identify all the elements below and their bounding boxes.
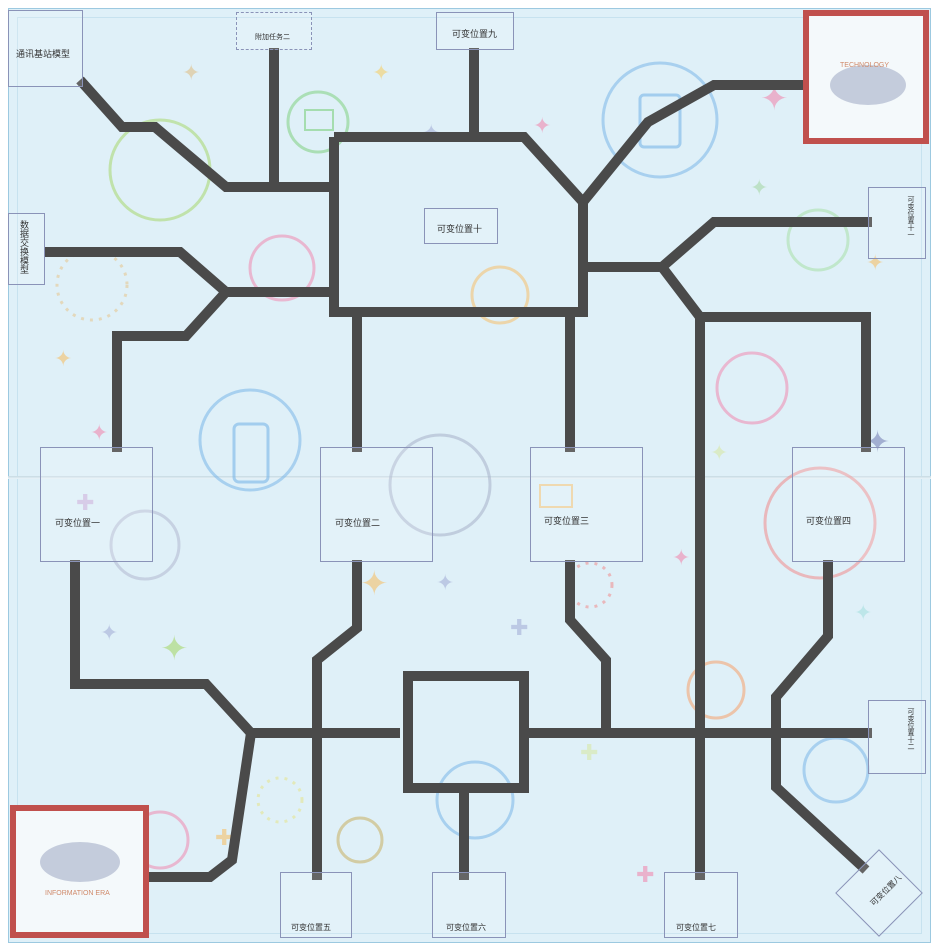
svg-text:✦: ✦ [436,570,454,595]
label-pos-5: 可变位置五 [291,922,331,933]
svg-text:✦: ✦ [182,60,200,85]
label-pos-4: 可变位置四 [806,514,851,527]
label-pos-9: 可变位置九 [452,27,497,40]
bulb-icon [338,818,382,862]
svg-text:✦: ✦ [54,346,72,371]
label-pos-7: 可变位置七 [676,922,716,933]
label-pos-2: 可变位置二 [335,516,380,529]
dotted-ring [57,250,127,320]
svg-text:✦: ✦ [100,620,118,645]
svg-text:✦: ✦ [750,175,768,200]
label-right-upper: 可变位置十一 [905,196,915,238]
label-data-exchange: 数据交换模型 [18,220,31,274]
svg-text:✚: ✚ [636,862,654,887]
robot-icon [437,762,513,838]
logo-text-bottom-left: INFORMATION ERA [45,890,110,897]
label-right-lower: 可变位置十二 [905,708,915,750]
label-pos-3: 可变位置三 [544,514,589,527]
svg-text:✦: ✦ [672,545,690,570]
svg-text:✦: ✦ [710,440,728,465]
center-box [408,676,524,788]
svg-text:✦: ✦ [160,630,189,668]
svg-text:✦: ✦ [90,420,108,445]
label-pos-1: 可变位置一 [55,516,100,529]
svg-text:✚: ✚ [510,615,528,640]
dotted-ring-2 [258,778,302,822]
folder-icon [717,353,787,423]
logo-text-top-right: TECHNOLOGY [840,62,889,69]
globe-icon [804,738,868,802]
phone-icon [200,390,300,490]
svg-text:✦: ✦ [854,600,872,625]
svg-text:✚: ✚ [580,740,598,765]
label-comm-base-station: 通讯基站模型 [16,47,70,60]
svg-text:✦: ✦ [360,565,389,603]
label-pos-6: 可变位置六 [446,922,486,933]
svg-text:✦: ✦ [533,113,551,138]
svg-text:✦: ✦ [372,60,390,85]
label-extra-task-2: 附加任务二 [255,32,290,42]
label-pos-10: 可变位置十 [437,222,482,235]
